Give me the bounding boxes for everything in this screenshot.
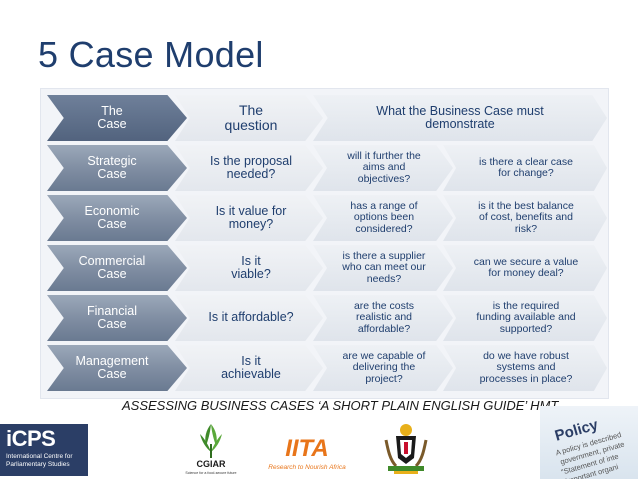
source-caption: ASSESSING BUSINESS CASES ‘A SHORT PLAIN … (122, 398, 559, 413)
header-demonstrate: What the Business Case must demonstrate (313, 95, 607, 141)
iita-logo-tagline: Research to Nourish Africa (268, 464, 346, 471)
icps-logo-mark: iCPS (6, 426, 56, 451)
icps-logo: iCPS International Centre for Parliament… (0, 424, 88, 476)
demonstrate-2: is it the best balance of cost, benefits… (443, 195, 607, 241)
demonstrate-1: are we capable of delivering the project… (313, 345, 453, 391)
demonstrate-2: do we have robust systems and processes … (443, 345, 607, 391)
cgiar-leaf-icon: CGIAR Science for a food-secure future (185, 424, 237, 475)
demonstrate-2: can we secure a value for money deal? (443, 245, 607, 291)
case-question: Is it viable? (175, 245, 323, 291)
case-label: Financial Case (47, 295, 187, 341)
slide-title: 5 Case Model (38, 34, 264, 75)
financial-case-row: Financial Case Is it affordable? are the… (47, 295, 607, 341)
icps-logo-name: International Centre for Parliamentary S… (6, 453, 73, 468)
economic-case-row: Economic Case Is it value for money? has… (47, 195, 607, 241)
commercial-case-row: Commercial Case Is it viable? is there a… (47, 245, 607, 291)
iita-logo-mark: IITA Research to Nourish Africa (268, 435, 346, 471)
demonstrate-1: will it further the aims and objectives? (313, 145, 453, 191)
demonstrate-2: is the required funding available and su… (443, 295, 607, 341)
header-question: The question (175, 95, 323, 141)
case-question: Is it affordable? (175, 295, 323, 341)
cgiar-logo-text: CGIAR (197, 459, 227, 469)
uganda-coat-of-arms-icon (378, 420, 434, 476)
policy-definition-image: Policy A policy is described government,… (540, 406, 638, 479)
case-label: Economic Case (47, 195, 187, 241)
strategic-case-row: Strategic Case Is the proposal needed? w… (47, 145, 607, 191)
demonstrate-1: has a range of options been considered? (313, 195, 453, 241)
management-case-row: Management Case Is it achievable are we … (47, 345, 607, 391)
five-case-model-diagram: The Case The question What the Business … (40, 88, 609, 399)
demonstrate-1: are the costs realistic and affordable? (313, 295, 453, 341)
header-row: The Case The question What the Business … (47, 95, 607, 141)
case-label: Management Case (47, 345, 187, 391)
header-case: The Case (47, 95, 187, 141)
case-question: Is it achievable (175, 345, 323, 391)
iita-logo: IITA Research to Nourish Africa (266, 430, 348, 474)
iita-logo-text: IITA (285, 435, 329, 462)
case-question: Is it value for money? (175, 195, 323, 241)
cgiar-logo-tagline: Science for a food-secure future (185, 471, 236, 475)
cgiar-logo: CGIAR Science for a food-secure future (180, 420, 242, 476)
demonstrate-1: is there a supplier who can meet our nee… (313, 245, 453, 291)
case-question: Is the proposal needed? (175, 145, 323, 191)
case-label: Strategic Case (47, 145, 187, 191)
demonstrate-2: is there a clear case for change? (443, 145, 607, 191)
case-label: Commercial Case (47, 245, 187, 291)
